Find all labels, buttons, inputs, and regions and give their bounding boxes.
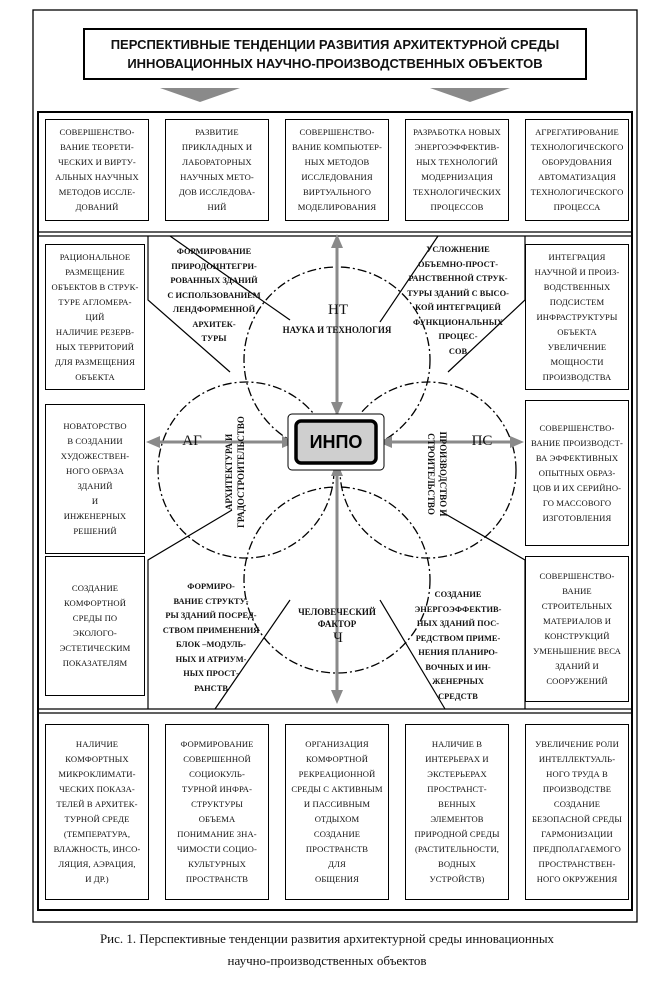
corner-text-bottom-right: СОЗДАНИЕ ЭНЕРГОЭФФЕКТИВ- НЫХ ЗДАНИЙ ПОС-…: [414, 590, 502, 701]
left-box-2: НОВАТОРСТВО В СОЗДАНИИ ХУДОЖЕСТВЕН- НОГО…: [45, 404, 145, 554]
arrow-head-up: [331, 234, 343, 248]
bottom-box-2: ФОРМИРОВАНИЕ СОВЕРШЕННОЙ СОЦИОКУЛЬ- ТУРН…: [165, 724, 269, 900]
corner-line-bl-2: [214, 599, 291, 710]
corner-line-bl: [147, 509, 233, 709]
top-box-3: СОВЕРШЕНСТВО- ВАНИЕ КОМПЬЮТЕР- НЫХ МЕТОД…: [285, 119, 389, 221]
bottom-box-4: НАЛИЧИЕ В ИНТЕРЬЕРАХ И ЭКСТЕРЬЕРАХ ПРОСТ…: [405, 724, 509, 900]
left-box-1: РАЦИОНАЛЬНОЕ РАЗМЕЩЕНИЕ ОБЪЕКТОВ В СТРУК…: [45, 244, 145, 390]
right-box-1: ИНТЕГРАЦИЯ НАУЧНОЙ И ПРОИЗ- ВОДСТВЕННЫХ …: [525, 244, 629, 390]
right-box-3: СОВЕРШЕНСТВО- ВАНИЕ СТРОИТЕЛЬНЫХ МАТЕРИА…: [525, 556, 629, 702]
arrow-head-down: [331, 690, 343, 704]
circle-architecture-label: АРХИТЕКТУРА И ГРАДОСТРОИТЕЛЬСТВО: [224, 416, 246, 528]
arrow-head-right: [510, 436, 524, 448]
diagram-title: ПЕРСПЕКТИВНЫЕ ТЕНДЕНЦИИ РАЗВИТИЯ АРХИТЕК…: [83, 28, 587, 80]
corner-line-br-2: [379, 599, 446, 710]
top-box-5: АГРЕГАТИРОВАНИЕ ТЕХНОЛОГИЧЕСКОГО ОБОРУДО…: [525, 119, 629, 221]
circle-production-letter: ПС: [471, 433, 493, 449]
corner-line-tl-2: [169, 235, 291, 321]
bottom-box-1: НАЛИЧИЕ КОМФОРТНЫХ МИКРОКЛИМАТИ- ЧЕСКИХ …: [45, 724, 149, 900]
left-box-3: СОЗДАНИЕ КОМФОРТНОЙ СРЕДЫ ПО ЭКОЛОГО- ЭС…: [45, 556, 145, 696]
arrow-head-center-right: [378, 436, 392, 448]
title-arrow-left: [160, 88, 240, 102]
arrow-head-center-top: [331, 402, 343, 416]
circle-science-label: НАУКА И ТЕХНОЛОГИЯ: [282, 325, 392, 335]
figure-caption: Рис. 1. Перспективные тенденции развития…: [99, 931, 555, 968]
right-box-2: СОВЕРШЕНСТВО- ВАНИЕ ПРОИЗВОДСТ- ВА ЭФФЕК…: [525, 400, 629, 546]
top-box-2: РАЗВИТИЕ ПРИКЛАДНЫХ И ЛАБОРАТОРНЫХ НАУЧН…: [165, 119, 269, 221]
outer-frame: [32, 9, 638, 923]
corner-text-top-left: ФОРМИРОВАНИЕ ПРИРОДОИНТЕГРИ- РОВАННЫХ ЗД…: [167, 247, 261, 343]
inner-frame: [37, 111, 633, 911]
circle-production-label: ПРОИЗВОДСТВО И СТРОИТЕЛЬСТВО: [426, 431, 448, 517]
bottom-box-5: УВЕЛИЧЕНИЕ РОЛИ ИНТЕЛЛЕКТУАЛЬ- НОГО ТРУД…: [525, 724, 629, 900]
circle-human-label: ЧЕЛОВЕЧЕСКИЙ ФАКТОР: [298, 607, 376, 629]
bottom-box-3: ОРГАНИЗАЦИЯ КОМФОРТНОЙ РЕКРЕАЦИОННОЙ СРЕ…: [285, 724, 389, 900]
corner-line-tl: [147, 236, 231, 373]
arrow-head-left: [146, 436, 160, 448]
corner-line-tr-2: [379, 235, 439, 323]
title-arrow-right: [430, 88, 510, 102]
corner-text-top-right: УСЛОЖНЕНИЕ ОБЪЕМНО-ПРОСТ- РАНСТВЕННОЙ СТ…: [407, 245, 509, 356]
corner-text-bottom-left: ФОРМИРО- ВАНИЕ СТРУКТУ- РЫ ЗДАНИЙ ПОСРЕД…: [162, 582, 260, 693]
circle-human-letter: Ч: [333, 630, 343, 646]
top-box-4: РАЗРАБОТКА НОВЫХ ЭНЕРГОЭФФЕКТИВ- НЫХ ТЕХ…: [405, 119, 509, 221]
circle-architecture-letter: АГ: [182, 433, 202, 449]
center-inner-box: [294, 419, 378, 465]
circle-science-letter: НТ: [328, 302, 348, 318]
top-box-1: СОВЕРШЕНСТВО- ВАНИЕ ТЕОРЕТИ- ЧЕСКИХ И ВИ…: [45, 119, 149, 221]
center-label: ИНПО: [309, 431, 363, 452]
